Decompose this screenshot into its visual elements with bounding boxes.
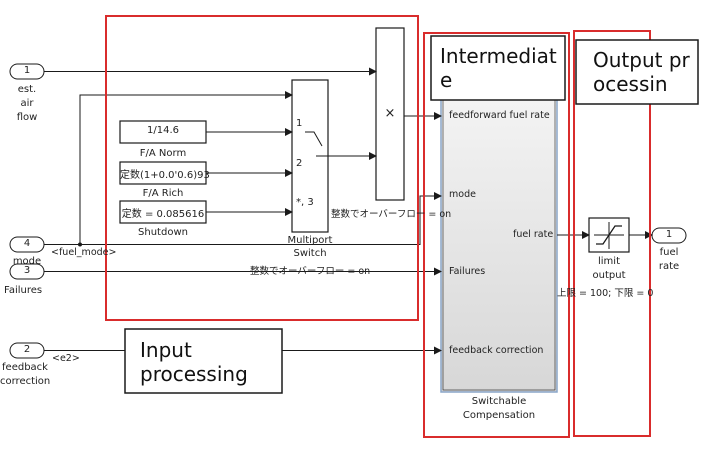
signal-e2-label: <e2> — [52, 353, 80, 364]
annotation-input-box — [124, 328, 283, 394]
annotation-intermediate-box — [430, 35, 566, 101]
constant-fa-rich-value: 定数(1+0.0'0.6)93 — [120, 170, 210, 181]
annotation-intermediate-text: Intermediate — [440, 44, 557, 92]
switchable-compensation-block[interactable] — [440, 91, 558, 393]
inport-4-number: 4 — [23, 238, 31, 249]
switch-port-1: 1 — [296, 118, 303, 129]
constant-fa-norm-value: 1/14.6 — [147, 125, 179, 136]
inport-1-label-line1: est. — [17, 84, 37, 95]
switch-port-3: *, 3 — [296, 197, 314, 208]
annotation-output-box — [575, 39, 699, 105]
outport-label-line1: fuel — [659, 247, 679, 258]
highlight-output-processing — [573, 30, 651, 437]
saturation-icon — [594, 222, 624, 249]
highlight-input-processing — [105, 15, 419, 321]
wire-mode-to-switch — [79, 91, 293, 244]
inport-4-label: mode — [12, 256, 42, 267]
branch-point — [78, 242, 82, 247]
overflow-note-2: 整数でオーバーフロー = on — [250, 266, 371, 277]
inport-1-number: 1 — [23, 65, 31, 76]
wire-mode — [44, 192, 442, 245]
constant-shutdown-value: 定数 = 0.085616 — [121, 209, 205, 220]
comp-port-failures: Failures — [449, 266, 486, 277]
highlight-intermediate — [423, 32, 570, 438]
inport-3-number: 3 — [23, 265, 31, 276]
annotation-output-text: Output processin — [593, 48, 690, 96]
inport-2-label-line2: correction — [0, 376, 51, 387]
product-block[interactable] — [375, 27, 405, 201]
outport-label-line2: rate — [658, 261, 680, 272]
signal-lines — [44, 67, 653, 355]
inport-2-number: 2 — [23, 344, 31, 355]
switch-symbol — [305, 131, 328, 157]
comp-port-out: fuel rate — [513, 229, 554, 240]
product-symbol: × — [384, 106, 396, 121]
signal-fuel-mode-label: <fuel_mode> — [51, 247, 117, 258]
comp-port-feedforward: feedforward fuel rate — [449, 110, 550, 121]
inport-1-label-line2: air — [20, 98, 34, 109]
switch-label-line2: Switch — [293, 248, 327, 259]
constant-fa-norm-label: F/A Norm — [139, 148, 187, 159]
comp-label-line2: Compensation — [462, 410, 536, 421]
annotation-input-text: Input processing — [140, 338, 248, 386]
highlight-boxes — [105, 15, 651, 438]
constant-shutdown-label: Shutdown — [138, 227, 188, 238]
comp-port-mode: mode — [449, 189, 476, 200]
inport-1-label-line3: flow — [16, 112, 38, 123]
switch-overflow-note: 整数でオーバーフロー = on — [331, 209, 452, 220]
limit-note: 上限 = 100; 下限 = 0 — [557, 288, 654, 299]
constant-fa-rich-label: F/A Rich — [142, 188, 184, 199]
limit-label-line1: limit — [598, 256, 620, 267]
comp-port-feedback: feedback correction — [449, 345, 544, 356]
switch-label-line1: Multiport — [287, 235, 333, 246]
switch-port-2: 2 — [296, 158, 303, 169]
comp-label-line1: Switchable — [471, 396, 527, 407]
inport-2-label-line1: feedback — [2, 362, 48, 373]
inport-3-label: Failures — [4, 285, 43, 296]
outport-1-number: 1 — [665, 229, 673, 240]
limit-label-line2: output — [592, 270, 626, 281]
